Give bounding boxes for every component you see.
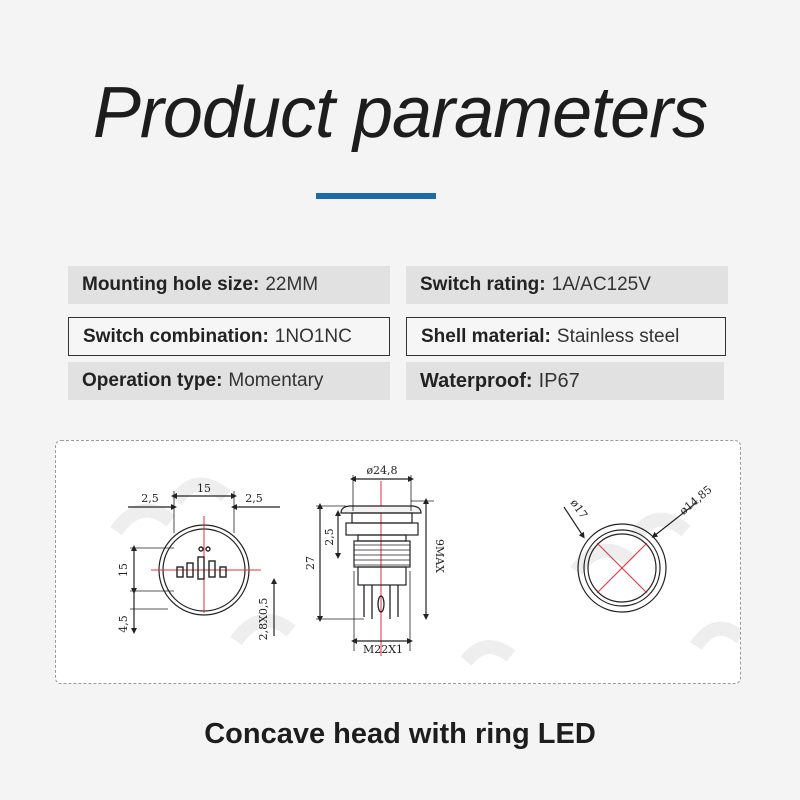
- dim-head-diameter: ø24,8: [366, 464, 397, 477]
- param-label: Waterproof:: [420, 369, 533, 392]
- param-value: IP67: [538, 369, 580, 392]
- bottom-view: [128, 491, 280, 636]
- param-label: Mounting hole size:: [82, 274, 260, 295]
- technical-drawing: 15 2,5 2,5 15 4,5 2,8X0,5: [110, 464, 740, 666]
- param-shell-material: Shell material: Stainless steel: [406, 317, 726, 356]
- param-operation-type: Operation type: Momentary: [68, 362, 390, 400]
- param-label: Operation type:: [82, 370, 223, 391]
- dim-bottom-left-offset: 2,5: [141, 492, 159, 505]
- dim-bottom-right-offset: 2,5: [245, 492, 263, 505]
- param-waterproof: Waterproof: IP67: [406, 362, 724, 400]
- param-label: Switch combination:: [83, 325, 269, 347]
- param-label: Shell material:: [421, 325, 551, 347]
- param-label: Switch rating:: [420, 274, 546, 295]
- dim-terminal-size: 2,8X0,5: [257, 598, 270, 641]
- title-accent-bar: [316, 193, 436, 199]
- dim-total-height: 27: [304, 556, 317, 570]
- dim-bottom-lower-offset: 4,5: [117, 615, 130, 633]
- watermark-logo: [110, 477, 740, 666]
- param-value: 1A/AC125V: [551, 274, 651, 295]
- front-view: [563, 502, 697, 613]
- technical-drawing-card: 15 2,5 2,5 15 4,5 2,8X0,5: [55, 440, 741, 684]
- product-caption: Concave head with ring LED: [204, 718, 596, 750]
- dim-inner-diameter: ø14,85: [677, 483, 715, 517]
- dim-thread: M22X1: [363, 643, 403, 656]
- dim-head-height: 2,5: [323, 528, 336, 546]
- param-switch-rating: Switch rating: 1A/AC125V: [406, 266, 728, 304]
- param-switch-combination: Switch combination: 1NO1NC: [68, 317, 390, 356]
- side-view: [316, 475, 434, 656]
- param-value: Stainless steel: [556, 325, 680, 347]
- dim-max-height: 9MAX: [433, 539, 446, 573]
- param-value: Momentary: [228, 370, 324, 391]
- param-value: 1NO1NC: [274, 325, 352, 347]
- param-mounting-hole-size: Mounting hole size: 22MM: [68, 266, 390, 304]
- page-title: Product parameters: [92, 73, 708, 153]
- param-value: 22MM: [265, 274, 319, 295]
- dim-bottom-width: 15: [197, 482, 211, 495]
- dim-bottom-height: 15: [117, 563, 130, 577]
